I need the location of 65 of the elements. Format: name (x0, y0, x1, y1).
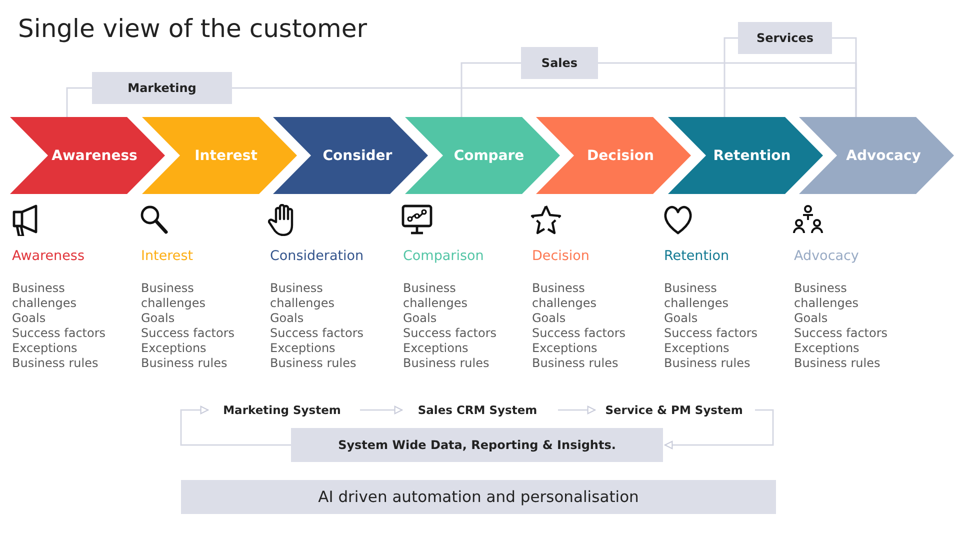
bracket-line (724, 37, 738, 117)
list-item: Goals (403, 310, 438, 325)
arrow (664, 409, 774, 450)
system-label: Marketing System (212, 400, 352, 420)
stage-banner: Consider (273, 117, 428, 194)
list-item: Goals (664, 310, 699, 325)
list-item: Success factors (403, 326, 498, 340)
stage-heading: Retention (664, 248, 730, 264)
list-item: Goals (141, 310, 176, 325)
category-tab: Marketing (92, 72, 232, 104)
stage-banner: Decision (536, 117, 691, 194)
list-item: Business challenges (794, 281, 860, 310)
stage-heading: Interest (141, 248, 194, 264)
stage-banner: Compare (404, 117, 560, 194)
list-item: Business rules (141, 356, 228, 370)
list-item: Business challenges (532, 281, 598, 310)
arrow (558, 406, 596, 414)
list-item: Exceptions (532, 340, 598, 355)
stage-heading: Awareness (12, 248, 84, 264)
bracket-line (460, 62, 521, 117)
stage-banner: Awareness (10, 117, 165, 194)
slide-title: Single view of the customer (18, 14, 368, 43)
list-item: Goals (532, 310, 567, 325)
list-item: Exceptions (794, 340, 860, 355)
list-item: Success factors (664, 326, 759, 340)
bracket-line (66, 87, 92, 117)
system-label: Service & PM System (598, 400, 750, 420)
list-item: Exceptions (664, 340, 730, 355)
list-item: Business rules (794, 356, 882, 370)
system-label: Sales CRM System (405, 400, 550, 420)
arrow (360, 406, 403, 414)
list-item: Exceptions (12, 340, 78, 355)
list-item: Goals (12, 310, 47, 325)
list-item: Business challenges (141, 281, 206, 310)
list-item: Success factors (270, 326, 365, 340)
list-item: Business rules (532, 356, 620, 370)
list-item: Business rules (403, 356, 490, 370)
list-item: Exceptions (141, 340, 208, 355)
list-item: Business challenges (664, 281, 730, 310)
list-item: Business challenges (270, 281, 336, 310)
stage-heading: Consideration (270, 248, 364, 264)
list-item: Business challenges (403, 281, 468, 310)
list-item: Business rules (664, 356, 752, 370)
stage-banner: Advocacy (799, 117, 954, 194)
category-tab: System Wide Data, Reporting & Insights. (291, 428, 663, 462)
stage-heading: Comparison (403, 248, 484, 264)
list-item: Business rules (270, 356, 358, 370)
category-tab: AI driven automation and personalisation (181, 480, 776, 514)
list-item: Exceptions (270, 340, 336, 355)
list-item: Success factors (794, 326, 889, 340)
list-item: Success factors (141, 326, 236, 340)
list-item: Success factors (532, 326, 627, 340)
arrow (180, 406, 291, 446)
list-item: Business rules (12, 356, 100, 370)
category-tab: Sales (521, 47, 598, 79)
list-item: Business challenges (12, 281, 78, 310)
stage-heading: Advocacy (794, 248, 859, 264)
list-item: Goals (270, 310, 305, 325)
stage-banner: Retention (668, 117, 822, 194)
category-tab: Services (738, 22, 832, 54)
list-item: Goals (794, 310, 829, 325)
list-item: Exceptions (403, 340, 470, 355)
list-item: Success factors (12, 326, 107, 340)
stage-heading: Decision (532, 248, 590, 264)
stage-banner: Interest (142, 117, 296, 194)
